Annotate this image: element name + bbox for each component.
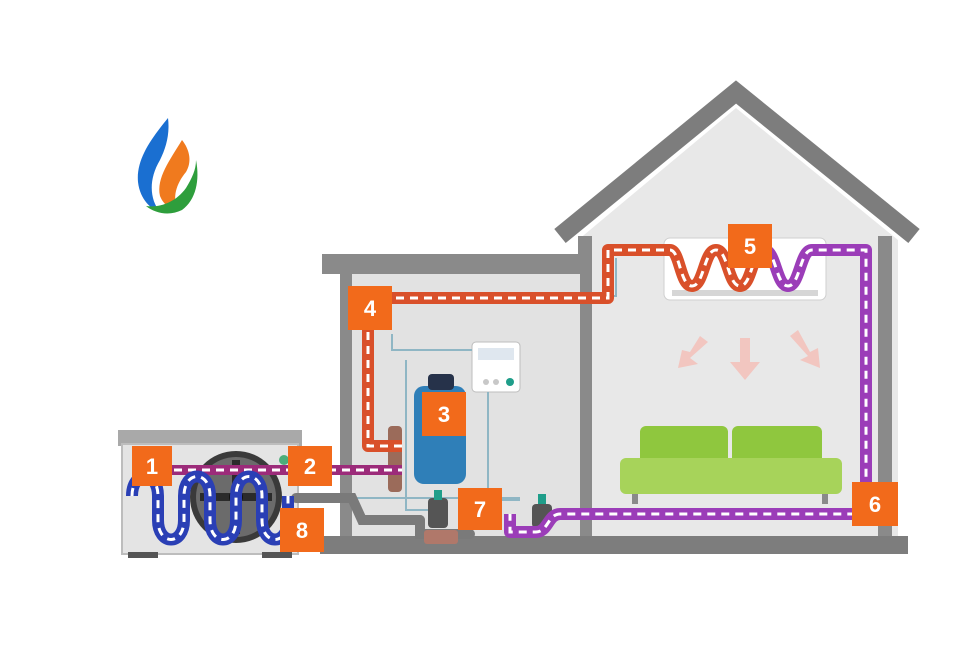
badge-2: 2 [288,446,332,486]
badge-1-label: 1 [146,454,158,479]
flame-drop-icon [137,118,198,214]
badge-6-label: 6 [869,492,881,517]
airflow-arrows [678,330,820,380]
badge-3-label: 3 [438,402,450,427]
badge-4: 4 [348,286,392,330]
badge-7-label: 7 [474,497,486,522]
hot-supply-pipe [362,244,767,452]
return-pipe [160,244,872,538]
badge-8: 8 [280,508,324,552]
control-panel-icon [471,341,521,393]
badge-5: 5 [728,224,772,268]
cold-coil-pipe [126,470,294,546]
sofa-icon [620,426,842,504]
badge-1: 1 [132,446,172,486]
badge-3: 3 [422,392,466,436]
badge-2-label: 2 [304,454,316,479]
badge-5-label: 5 [744,234,756,259]
badge-4-label: 4 [364,296,377,321]
badge-6: 6 [852,482,898,526]
valve-icon [424,490,552,544]
badge-8-label: 8 [296,518,308,543]
badge-7: 7 [458,488,502,530]
